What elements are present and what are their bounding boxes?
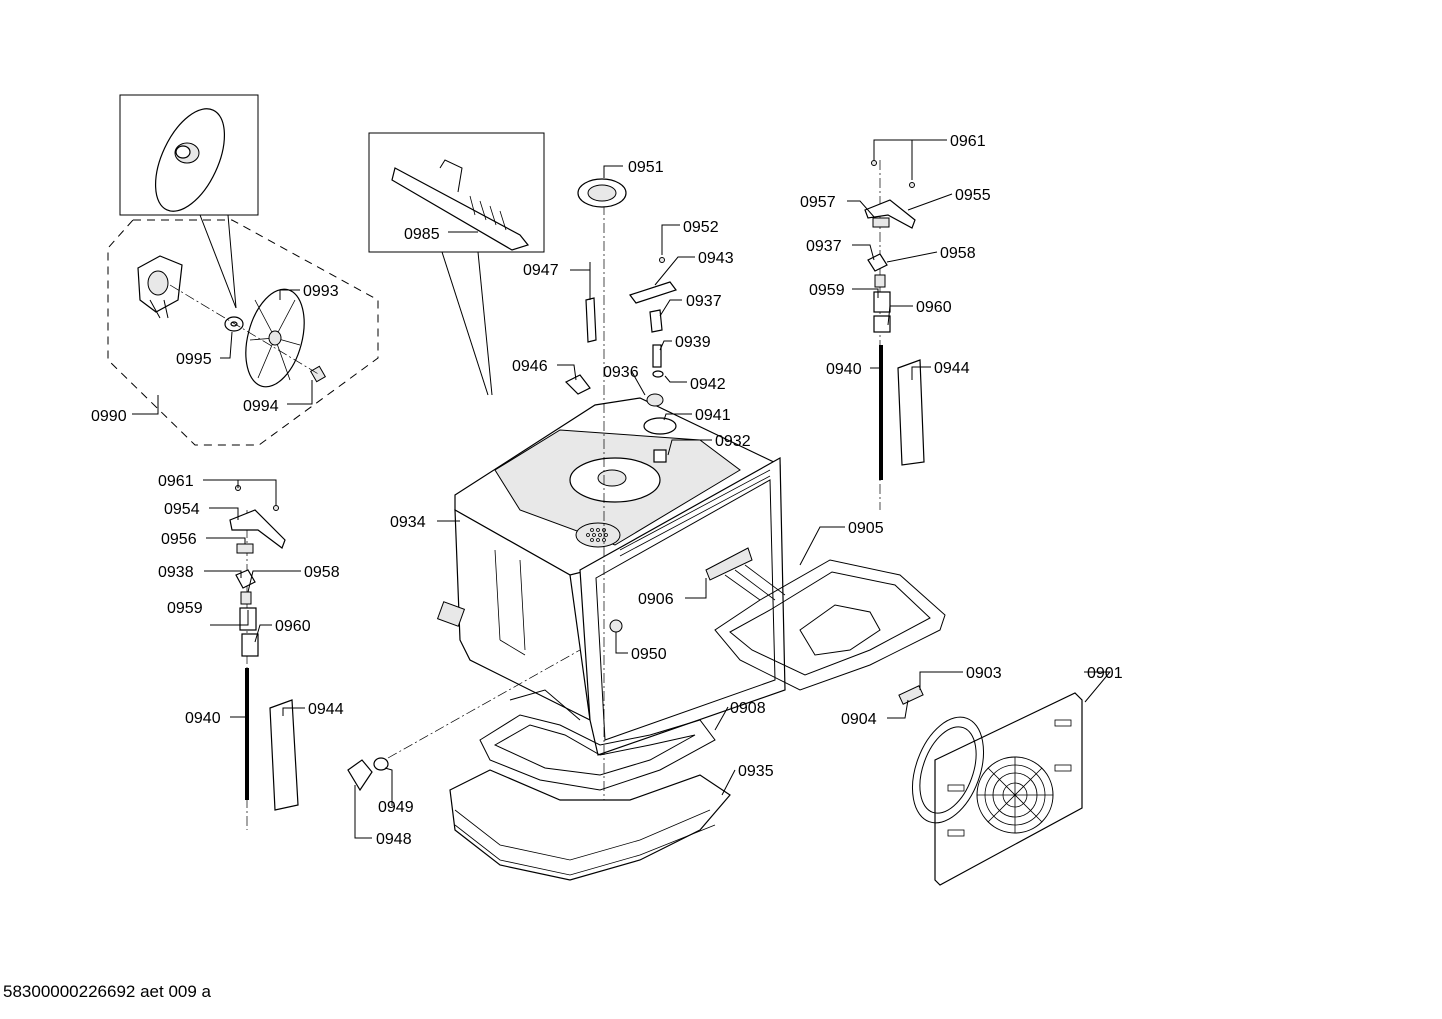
label-0958-left: 0958: [304, 564, 340, 581]
label-0946: 0946: [512, 358, 548, 375]
label-0955: 0955: [955, 187, 991, 204]
label-0961-left: 0961: [158, 473, 194, 490]
label-0940-left: 0940: [185, 710, 221, 727]
label-0908: 0908: [730, 700, 766, 717]
label-0905: 0905: [848, 520, 884, 537]
label-0957: 0957: [800, 194, 836, 211]
bottom-heating-element: [479, 689, 716, 791]
label-0995: 0995: [176, 351, 212, 368]
label-0936: 0936: [603, 364, 639, 381]
label-0994: 0994: [243, 398, 279, 415]
fan-assembly-group: [107, 219, 379, 446]
label-0937-right: 0937: [806, 238, 842, 255]
label-0904: 0904: [841, 711, 877, 728]
fan-detail-inset: [119, 94, 259, 309]
sensor-detail-inset: [368, 132, 545, 396]
label-0959-right: 0959: [809, 282, 845, 299]
label-0944-right: 0944: [934, 360, 970, 377]
label-0958-right: 0958: [940, 245, 976, 262]
insulation-mat: [449, 769, 731, 881]
label-0954: 0954: [164, 501, 200, 518]
label-0951: 0951: [628, 159, 664, 176]
label-0935: 0935: [738, 763, 774, 780]
label-0901: 0901: [1087, 665, 1123, 682]
label-0944-left: 0944: [308, 701, 344, 718]
top-small-parts: [347, 178, 677, 800]
label-0948: 0948: [376, 831, 412, 848]
leader-lines: [132, 139, 1112, 839]
label-0943: 0943: [698, 250, 734, 267]
label-0959-left: 0959: [167, 600, 203, 617]
document-id: 58300000226692 aet 009 a: [3, 982, 212, 1001]
right-hinge-assembly: [864, 160, 925, 510]
label-0932: 0932: [715, 433, 751, 450]
label-0985: 0985: [404, 226, 440, 243]
label-0993: 0993: [303, 283, 339, 300]
top-grill-element: [705, 547, 946, 691]
label-0906: 0906: [638, 591, 674, 608]
rear-fan-panel: [898, 685, 1083, 886]
label-0934: 0934: [390, 514, 426, 531]
left-hinge-assembly: [229, 485, 299, 830]
label-0941: 0941: [695, 407, 731, 424]
label-0938: 0938: [158, 564, 194, 581]
label-0952: 0952: [683, 219, 719, 236]
label-0947: 0947: [523, 262, 559, 279]
oven-cavity: [436, 397, 786, 756]
label-0937-top: 0937: [686, 293, 722, 310]
label-0961-right: 0961: [950, 133, 986, 150]
label-0990: 0990: [91, 408, 127, 425]
label-0940-right: 0940: [826, 361, 862, 378]
label-0960-right: 0960: [916, 299, 952, 316]
label-0950: 0950: [631, 646, 667, 663]
label-0960-left: 0960: [275, 618, 311, 635]
label-0949: 0949: [378, 799, 414, 816]
label-0956: 0956: [161, 531, 197, 548]
label-0939: 0939: [675, 334, 711, 351]
label-0903: 0903: [966, 665, 1002, 682]
part-labels: 0990 0993 0995 0994 0985 0951 0952 0943 …: [91, 133, 1123, 848]
label-0942: 0942: [690, 376, 726, 393]
